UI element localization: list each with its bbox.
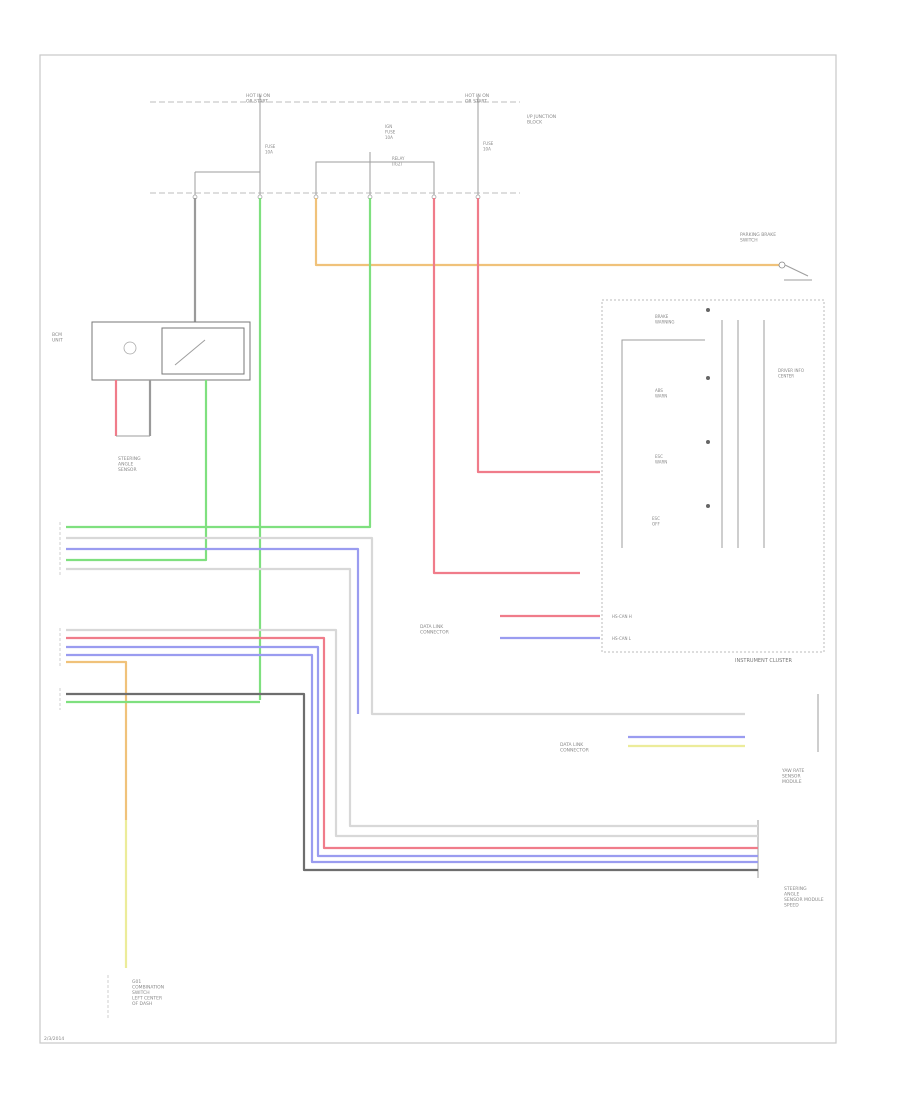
hs-can-h-label: HS-CAN H (612, 614, 632, 619)
cluster-internal-feed (621, 339, 705, 548)
lamp-bulb-icon (706, 440, 710, 444)
wire-blue-b1 (66, 645, 580, 858)
bcm-inner (161, 327, 245, 375)
lamp-bulb-icon (706, 504, 710, 508)
relay-c-label: RELAY(IG2) (392, 156, 405, 167)
lamp-bulb-icon (706, 308, 710, 312)
hs-can-l-label: HS-CAN L (612, 636, 632, 641)
wire-red-b (66, 636, 580, 850)
wire-orange-b (66, 660, 128, 820)
bcm-switch-icon (174, 339, 206, 366)
wire-red-upper (476, 198, 600, 474)
wire-red-lower (432, 198, 580, 575)
wire-black-c (66, 692, 580, 872)
wire-white-a1 (66, 536, 580, 716)
relay-branch (315, 161, 435, 195)
wire-blue-b2 (66, 653, 580, 864)
wire-white-a2 (66, 567, 580, 828)
bcm-sensor-icon (123, 341, 137, 355)
diagram-frame (39, 54, 837, 1044)
wire-orange-feed (314, 198, 780, 267)
wire-white-b1 (66, 628, 580, 838)
wire-blue-a (66, 547, 360, 714)
junction-connectors (192, 194, 481, 200)
wire-bcm-green (66, 380, 208, 562)
page-tag: 2/3/2014 (44, 1036, 64, 1042)
wire-green-right (66, 198, 372, 529)
instrument-cluster-box (601, 299, 825, 653)
parking-brake-switch-arm (784, 264, 809, 277)
lamp-bulb-icon (706, 376, 710, 380)
instrument-cluster-label: INSTRUMENT CLUSTER (735, 658, 793, 664)
parking-brake-switch-icon (778, 261, 786, 269)
